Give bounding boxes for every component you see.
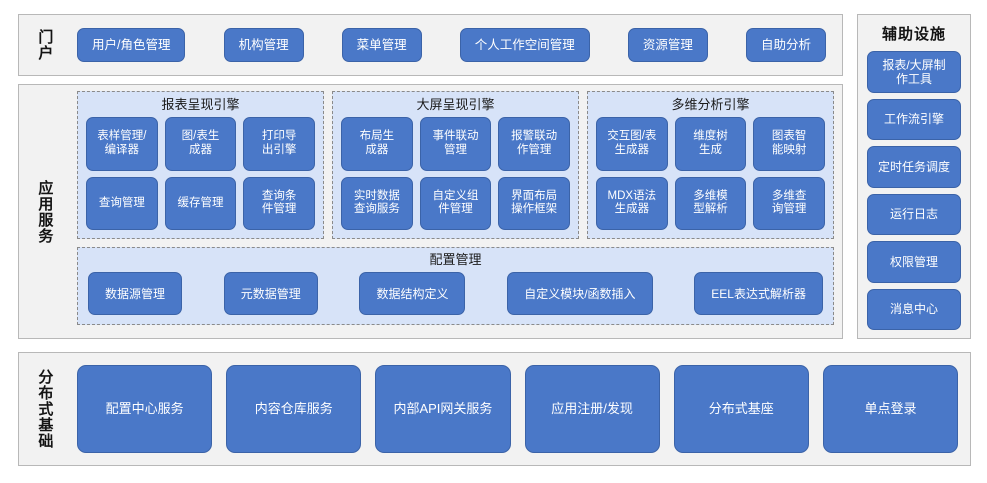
aux-item-permission-management[interactable]: 权限管理	[867, 241, 961, 283]
config-item-metadata-management[interactable]: 元数据管理	[223, 272, 318, 315]
engines-row: 报表呈现引擎 表样管理/ 编译器 图/表生 成器 打印导 出引擎 查询管理 缓存…	[77, 91, 834, 239]
portal-item-user-role[interactable]: 用户/角色管理	[77, 28, 186, 62]
portal-items: 用户/角色管理 机构管理 菜单管理 个人工作空间管理 资源管理 自助分析	[77, 15, 832, 75]
distributed-base-panel: 分布式基础 配置中心服务 内容仓库服务 内部API网关服务 应用注册/发现 分布…	[18, 352, 971, 466]
engine-bigscreen-rendering-items: 布局生 成器 事件联动 管理 报警联动 作管理 实时数据 查询服务 自定义组 件…	[341, 117, 570, 230]
portal-item-self-service-analysis[interactable]: 自助分析	[745, 28, 826, 62]
base-item-config-center-service[interactable]: 配置中心服务	[77, 365, 213, 453]
config-item-custom-module-function-insert[interactable]: 自定义模块/函数插入	[507, 272, 653, 315]
base-item-internal-api-gateway-service[interactable]: 内部API网关服务	[375, 365, 511, 453]
auxiliary-facilities-panel: 辅助设施 报表/大屏制 作工具 工作流引擎 定时任务调度 运行日志 权限管理 消…	[857, 14, 971, 339]
engine-item-custom-component-management[interactable]: 自定义组 件管理	[419, 176, 492, 230]
base-item-single-sign-on[interactable]: 单点登录	[822, 365, 959, 453]
engine-item-multidimensional-query-management[interactable]: 多维查 询管理	[753, 176, 825, 230]
engine-item-alarm-action-management[interactable]: 报警联动 作管理	[498, 117, 570, 171]
portal-band-label: 门户	[36, 29, 54, 61]
engine-item-template-manager[interactable]: 表样管理/ 编译器	[86, 117, 158, 171]
aux-item-workflow-engine[interactable]: 工作流引擎	[867, 98, 961, 140]
portal-item-organization[interactable]: 机构管理	[223, 28, 304, 62]
engine-item-cache-management[interactable]: 缓存管理	[164, 176, 237, 230]
engine-multidimensional-analysis-title: 多维分析引擎	[671, 97, 750, 112]
engine-item-ui-layout-framework[interactable]: 界面布局 操作框架	[498, 176, 570, 230]
aux-item-report-bigscreen-authoring-tool[interactable]: 报表/大屏制 作工具	[867, 51, 961, 93]
aux-item-runtime-log[interactable]: 运行日志	[867, 193, 961, 235]
base-item-app-registry-discovery[interactable]: 应用注册/发现	[524, 365, 660, 453]
engine-item-multidimensional-model-parsing[interactable]: 多维模 型解析	[674, 176, 747, 230]
engine-item-interactive-chart-generator[interactable]: 交互图/表 生成器	[596, 117, 668, 171]
engine-multidimensional-analysis-items: 交互图/表 生成器 维度树 生成 图表智 能映射 MDX语法 生成器 多维模 型…	[596, 117, 825, 230]
auxiliary-facilities-title: 辅助设施	[881, 26, 946, 43]
application-services-panel: 应用服务 报表呈现引擎 表样管理/ 编译器 图/表生 成器 打印导 出引擎 查询…	[18, 84, 843, 339]
engine-item-chart-table-generator[interactable]: 图/表生 成器	[164, 117, 237, 171]
engine-item-print-export-engine[interactable]: 打印导 出引擎	[243, 117, 315, 171]
portal-item-resource[interactable]: 资源管理	[627, 28, 708, 62]
application-services-band-label: 应用服务	[36, 179, 54, 244]
distributed-base-band-label: 分布式基础	[36, 369, 54, 449]
configuration-management-items: 数据源管理 元数据管理 数据结构定义 自定义模块/函数插入 EEL表达式解析器	[88, 272, 823, 315]
engine-bigscreen-rendering-title: 大屏呈现引擎	[416, 97, 495, 112]
engine-report-rendering: 报表呈现引擎 表样管理/ 编译器 图/表生 成器 打印导 出引擎 查询管理 缓存…	[77, 91, 324, 239]
engine-report-rendering-items: 表样管理/ 编译器 图/表生 成器 打印导 出引擎 查询管理 缓存管理 查询条 …	[86, 117, 315, 230]
engine-item-chart-smart-mapping[interactable]: 图表智 能映射	[753, 117, 825, 171]
config-item-eel-expression-parser[interactable]: EEL表达式解析器	[694, 272, 823, 315]
engine-item-realtime-data-query-service[interactable]: 实时数据 查询服务	[341, 176, 413, 230]
engine-item-mdx-syntax-generator[interactable]: MDX语法 生成器	[596, 176, 668, 230]
engine-bigscreen-rendering: 大屏呈现引擎 布局生 成器 事件联动 管理 报警联动 作管理 实时数据 查询服务…	[332, 91, 579, 239]
engine-multidimensional-analysis: 多维分析引擎 交互图/表 生成器 维度树 生成 图表智 能映射 MDX语法 生成…	[587, 91, 834, 239]
auxiliary-facilities-items: 报表/大屏制 作工具 工作流引擎 定时任务调度 运行日志 权限管理 消息中心	[867, 51, 961, 330]
configuration-management-group: 配置管理 数据源管理 元数据管理 数据结构定义 自定义模块/函数插入 EEL表达…	[77, 247, 834, 325]
portal-panel: 门户 用户/角色管理 机构管理 菜单管理 个人工作空间管理 资源管理 自助分析	[18, 14, 843, 76]
aux-item-scheduled-task-scheduler[interactable]: 定时任务调度	[867, 146, 961, 188]
application-services-content: 报表呈现引擎 表样管理/ 编译器 图/表生 成器 打印导 出引擎 查询管理 缓存…	[77, 91, 834, 332]
engine-item-query-condition-management[interactable]: 查询条 件管理	[243, 176, 315, 230]
base-item-content-repository-service[interactable]: 内容仓库服务	[226, 365, 362, 453]
configuration-management-title: 配置管理	[429, 252, 482, 267]
portal-item-personal-workspace[interactable]: 个人工作空间管理	[459, 28, 590, 62]
config-item-datasource-management[interactable]: 数据源管理	[88, 272, 183, 315]
portal-item-menu[interactable]: 菜单管理	[341, 28, 422, 62]
distributed-base-items: 配置中心服务 内容仓库服务 内部API网关服务 应用注册/发现 分布式基座 单点…	[77, 365, 959, 453]
engine-report-rendering-title: 报表呈现引擎	[161, 97, 240, 112]
engine-item-layout-generator[interactable]: 布局生 成器	[341, 117, 413, 171]
config-item-data-structure-definition[interactable]: 数据结构定义	[359, 272, 466, 315]
engine-item-event-linkage-management[interactable]: 事件联动 管理	[419, 117, 492, 171]
aux-item-message-center[interactable]: 消息中心	[867, 288, 961, 330]
engine-item-query-management[interactable]: 查询管理	[86, 176, 158, 230]
base-item-distributed-foundation[interactable]: 分布式基座	[673, 365, 809, 453]
engine-item-dimension-tree-generation[interactable]: 维度树 生成	[674, 117, 747, 171]
